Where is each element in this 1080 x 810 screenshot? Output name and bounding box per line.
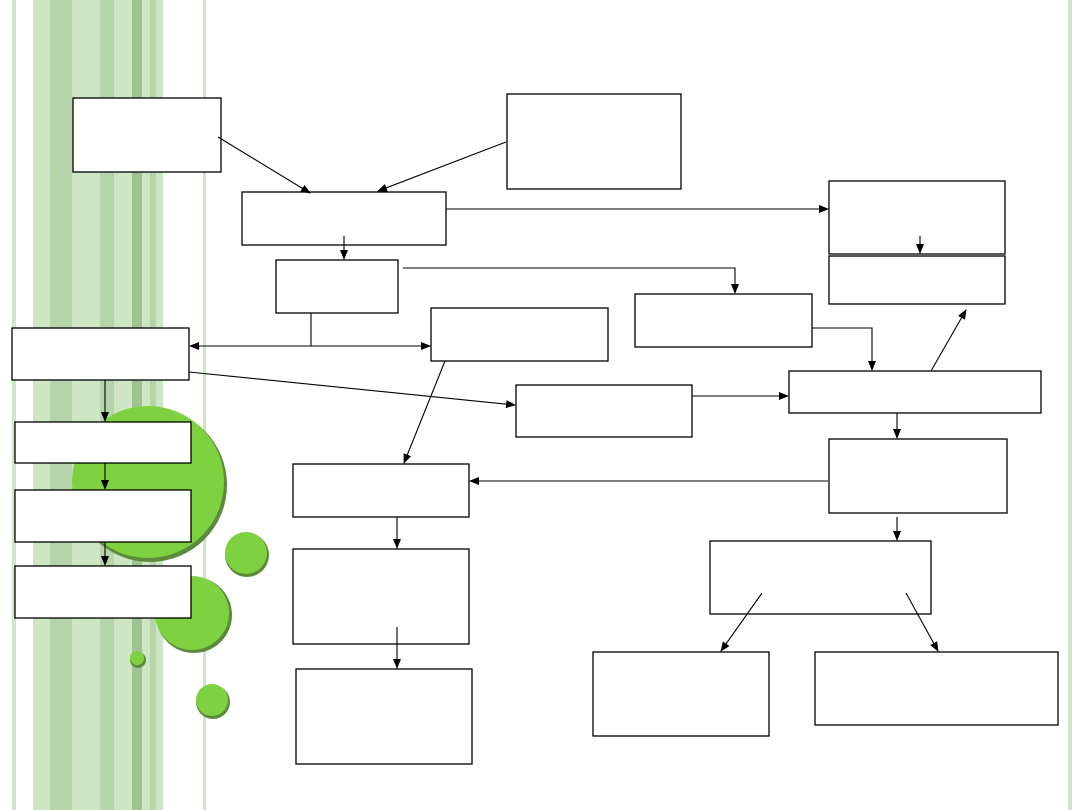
flow-node-box xyxy=(515,384,693,438)
flow-node-box xyxy=(634,293,813,348)
flow-node-box xyxy=(709,540,932,615)
flow-node xyxy=(11,327,190,381)
flow-node xyxy=(828,180,1006,255)
flow-node-box xyxy=(828,180,1006,255)
flow-node xyxy=(506,93,682,190)
band-stripe xyxy=(150,0,156,810)
flow-edge xyxy=(720,592,763,652)
flow-node xyxy=(292,548,470,645)
flow-node-box xyxy=(14,421,192,464)
flow-edge xyxy=(188,371,516,409)
flow-node-box xyxy=(11,327,190,381)
flow-edge xyxy=(403,360,446,464)
flow-edge xyxy=(930,309,967,372)
flow-edge xyxy=(812,327,876,371)
flow-node xyxy=(14,421,192,464)
flow-node xyxy=(430,307,609,362)
flow-node-box xyxy=(430,307,609,362)
flow-node-box xyxy=(592,651,770,737)
flow-node-box xyxy=(828,255,1006,305)
flow-node-box xyxy=(275,259,399,314)
flow-node xyxy=(72,97,222,173)
flow-node xyxy=(788,370,1042,414)
band-stripe xyxy=(12,0,16,810)
band-stripe xyxy=(132,0,142,810)
flow-node xyxy=(292,463,470,518)
flow-node-box xyxy=(14,565,192,619)
flow-node-box xyxy=(292,548,470,645)
band-stripe xyxy=(1068,0,1072,810)
flow-node xyxy=(515,384,693,438)
flow-node-box xyxy=(814,651,1059,726)
flow-edge xyxy=(217,136,311,194)
flow-node xyxy=(14,489,192,543)
flow-node xyxy=(14,565,192,619)
flow-node-box xyxy=(14,489,192,543)
green-circle xyxy=(130,651,144,665)
flow-node xyxy=(828,255,1006,305)
green-circle xyxy=(225,532,267,574)
flow-edge xyxy=(905,592,939,652)
flow-node-box xyxy=(828,438,1008,514)
green-circle xyxy=(196,684,228,716)
flow-node xyxy=(814,651,1059,726)
flow-node-box xyxy=(292,463,470,518)
flow-edge xyxy=(403,267,739,294)
flow-node xyxy=(295,668,473,765)
flow-node xyxy=(709,540,932,615)
flow-node xyxy=(828,438,1008,514)
flow-node-box xyxy=(788,370,1042,414)
flow-edge xyxy=(377,141,507,192)
flow-node xyxy=(592,651,770,737)
flow-node xyxy=(275,259,399,314)
flow-node-box xyxy=(295,668,473,765)
flow-node xyxy=(634,293,813,348)
flow-node-box xyxy=(72,97,222,173)
band-stripe xyxy=(203,0,206,810)
flow-node-box xyxy=(506,93,682,190)
